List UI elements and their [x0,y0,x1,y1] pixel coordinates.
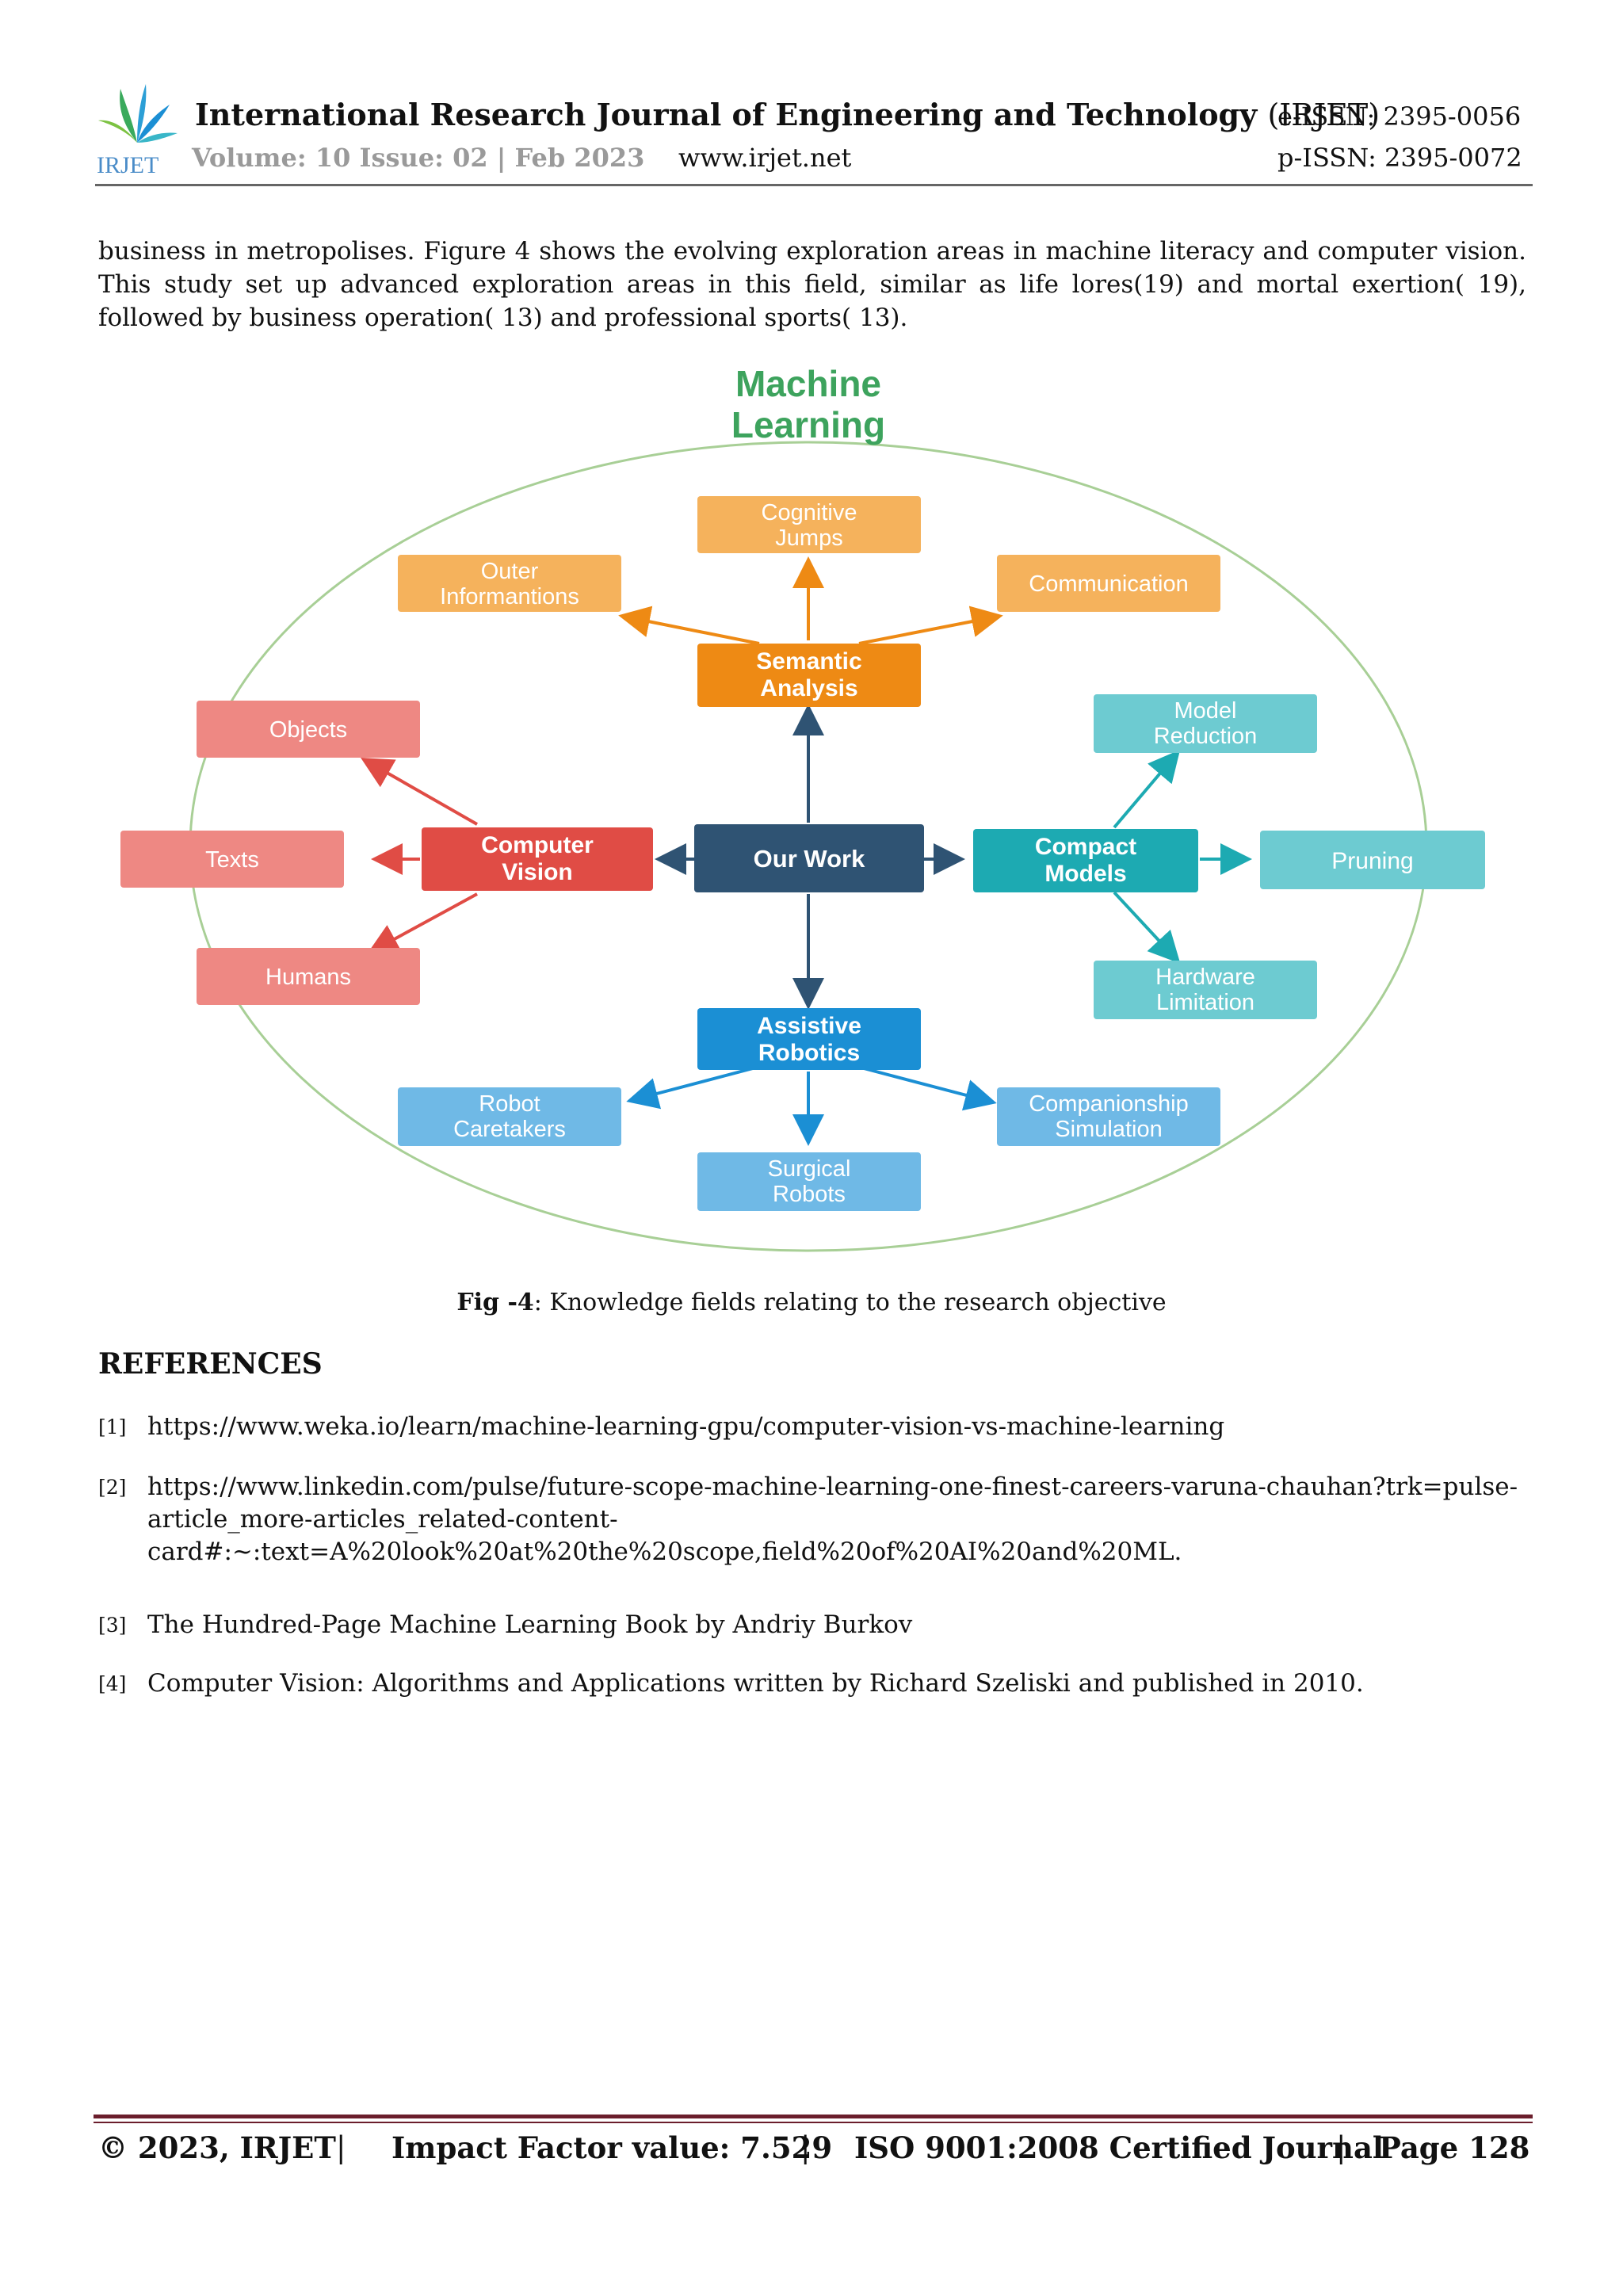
reference-link[interactable]: https://www.weka.io/learn/machine-learni… [147,1412,1225,1441]
pissn: p-ISSN: 2395-0072 [1277,143,1522,173]
node-texts: Texts [120,831,344,888]
figure-title-line1: Machine [735,363,881,404]
volume-issue: Volume: 10 Issue: 02 | Feb 2023 [192,143,645,173]
node-companion-label-1: Companionship [1029,1091,1189,1117]
footer-iso: ISO 9001:2008 Certified Journal [854,2130,1384,2165]
figure-caption: Fig -4: Knowledge fields relating to the… [0,1289,1623,1316]
reference-number: [3] [98,1614,127,1637]
footer-impact-factor: Impact Factor value: 7.529 [391,2130,833,2165]
header-divider [95,184,1533,186]
node-semantic-label-2: Analysis [760,675,857,701]
logo-text: IRJET [97,152,158,178]
node-communication-label: Communication [1029,571,1188,597]
node-assistive-label-1: Assistive [757,1013,861,1039]
node-objects-label: Objects [269,717,347,743]
node-surgical-robots: Surgical Robots [697,1152,921,1211]
node-surgical-label-1: Surgical [768,1156,851,1182]
reference-number: [1] [98,1415,127,1438]
reference-link[interactable]: https://www.linkedin.com/pulse/future-sc… [147,1471,1526,1568]
irjet-logo: IRJET [94,79,181,178]
node-hardware-label-2: Limitation [1156,990,1254,1015]
body-paragraph: business in metropolises. Figure 4 shows… [98,237,1526,332]
footer-rule-thick [94,2115,1533,2118]
node-pruning-label: Pruning [1331,848,1413,874]
node-cognitive-label-1: Cognitive [762,500,857,525]
references-heading: REFERENCES [98,1347,323,1381]
node-cognitive-label-2: Jumps [775,525,842,551]
caption-label: Fig -4 [456,1289,534,1316]
node-objects: Objects [197,701,420,758]
journal-title-text: International Research Journal of Engine… [195,97,1258,132]
node-cognitive-jumps: Cognitive Jumps [697,496,921,553]
node-semantic-label-1: Semantic [756,648,861,674]
node-our-work: Our Work [694,824,924,892]
node-assistive-label-2: Robotics [758,1040,860,1066]
node-hardware-label-1: Hardware [1155,965,1255,990]
figure-title-line2: Learning [731,404,885,445]
node-outer-informantions: Outer Informantions [398,555,621,612]
node-our-work-label: Our Work [754,845,865,873]
node-communication: Communication [997,555,1220,612]
arrows [361,556,1252,1146]
footer-separator: | [800,2130,811,2164]
reference-line: https://www.linkedin.com/pulse/future-sc… [147,1473,1518,1501]
footer-copyright: © 2023, IRJET [98,2130,336,2165]
node-texts-label: Texts [205,847,259,873]
node-robot-care-label-2: Caretakers [453,1117,566,1142]
reference-line: article_more-articles_related-content- [147,1505,618,1534]
node-companionship-simulation: Companionship Simulation [997,1087,1220,1146]
node-cv-label-1: Computer [481,832,594,858]
reference-number: [4] [98,1672,127,1695]
footer-separator: | [336,2130,346,2164]
footer-separator: | [1336,2130,1346,2164]
node-semantic-analysis: Semantic Analysis [697,644,921,707]
node-surgical-label-2: Robots [773,1182,846,1207]
node-computer-vision: Computer Vision [422,827,653,891]
journal-title: International Research Journal of Engine… [195,97,1380,132]
node-humans: Humans [197,948,420,1005]
reference-number: [2] [98,1476,127,1499]
node-companion-label-2: Simulation [1055,1117,1162,1142]
node-model-red-label-2: Reduction [1154,724,1258,749]
node-robot-care-label-1: Robot [479,1091,540,1117]
figure-4: Machine Learning Our Work Sem [111,355,1506,1259]
node-compact-models: Compact Models [973,829,1198,892]
reference-text: The Hundred-Page Machine Learning Book b… [147,1610,913,1639]
node-compact-label-2: Models [1044,861,1126,887]
node-pruning: Pruning [1260,831,1485,889]
node-humans-label: Humans [265,965,351,990]
node-robot-caretakers: Robot Caretakers [398,1087,621,1146]
eissn: e-ISSN: 2395-0056 [1277,101,1522,132]
node-hardware-limitation: Hardware Limitation [1094,961,1317,1019]
node-cv-label-2: Vision [502,859,572,885]
reference-text: Computer Vision: Algorithms and Applicat… [147,1669,1364,1698]
journal-website[interactable]: www.irjet.net [678,143,852,173]
node-assistive-robotics: Assistive Robotics [697,1008,921,1070]
node-compact-label-1: Compact [1035,834,1136,860]
footer-page-number: Page 128 [1379,2130,1530,2165]
node-outer-label-2: Informantions [440,584,579,609]
reference-line: card#:~:text=A%20look%20at%20the%20scope… [147,1538,1182,1566]
node-model-reduction: Model Reduction [1094,694,1317,753]
node-outer-label-1: Outer [481,559,539,584]
footer-rule-thin [94,2122,1533,2123]
journal-abbr: (IRJET) [1267,97,1381,132]
node-model-red-label-1: Model [1174,698,1237,724]
caption-text: : Knowledge fields relating to the resea… [533,1289,1167,1316]
